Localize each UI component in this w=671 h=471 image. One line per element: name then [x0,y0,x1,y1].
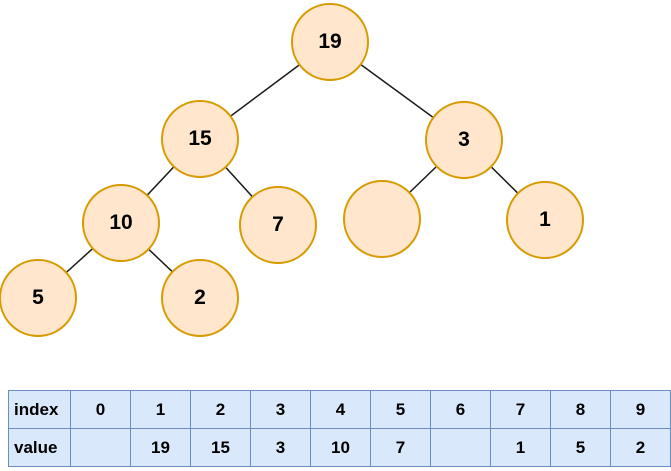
value-cell [70,428,131,467]
node-label: 15 [188,127,212,150]
tree-node-left-left: 10 [82,184,160,262]
binary-tree: 19 15 3 10 7 1 5 2 [0,3,584,337]
tree-node-left-right: 7 [239,186,317,264]
value-cell: 10 [310,428,371,467]
value-cell: 2 [610,428,671,467]
index-cell: 1 [130,390,191,429]
node-label: 10 [109,211,133,234]
tree-node-ll-right: 2 [161,259,239,337]
index-cell: 4 [310,390,371,429]
tree-node-right: 3 [425,101,503,179]
index-cell: 8 [550,390,611,429]
tree-node-ll-left: 5 [0,259,77,337]
index-cell: 6 [430,390,491,429]
value-row: value 19 15 3 10 7 1 5 2 [8,428,671,467]
index-cell: 5 [370,390,431,429]
index-row: index 0 1 2 3 4 5 6 7 8 9 [8,390,671,429]
tree-node-right-right: 1 [506,181,584,259]
value-cell: 7 [370,428,431,467]
index-cell: 2 [190,390,251,429]
tree-node-left: 15 [161,100,239,178]
value-cell: 19 [130,428,191,467]
node-label: 3 [458,128,470,151]
node-label: 5 [32,286,44,309]
tree-node-right-left-empty [343,180,421,258]
value-row-header: value [8,428,71,467]
index-cell: 9 [610,390,671,429]
value-cell: 5 [550,428,611,467]
value-cell: 1 [490,428,551,467]
node-label: 19 [318,30,342,53]
index-cell: 0 [70,390,131,429]
value-cell: 15 [190,428,251,467]
array-table: index 0 1 2 3 4 5 6 7 8 9 value 19 15 3 … [8,390,671,467]
node-label: 7 [272,213,284,236]
value-cell: 3 [250,428,311,467]
tree-node-root: 19 [291,3,369,81]
index-cell: 7 [490,390,551,429]
index-row-header: index [8,390,71,429]
node-label: 1 [539,208,551,231]
node-label: 2 [194,286,206,309]
value-cell [430,428,491,467]
index-cell: 3 [250,390,311,429]
